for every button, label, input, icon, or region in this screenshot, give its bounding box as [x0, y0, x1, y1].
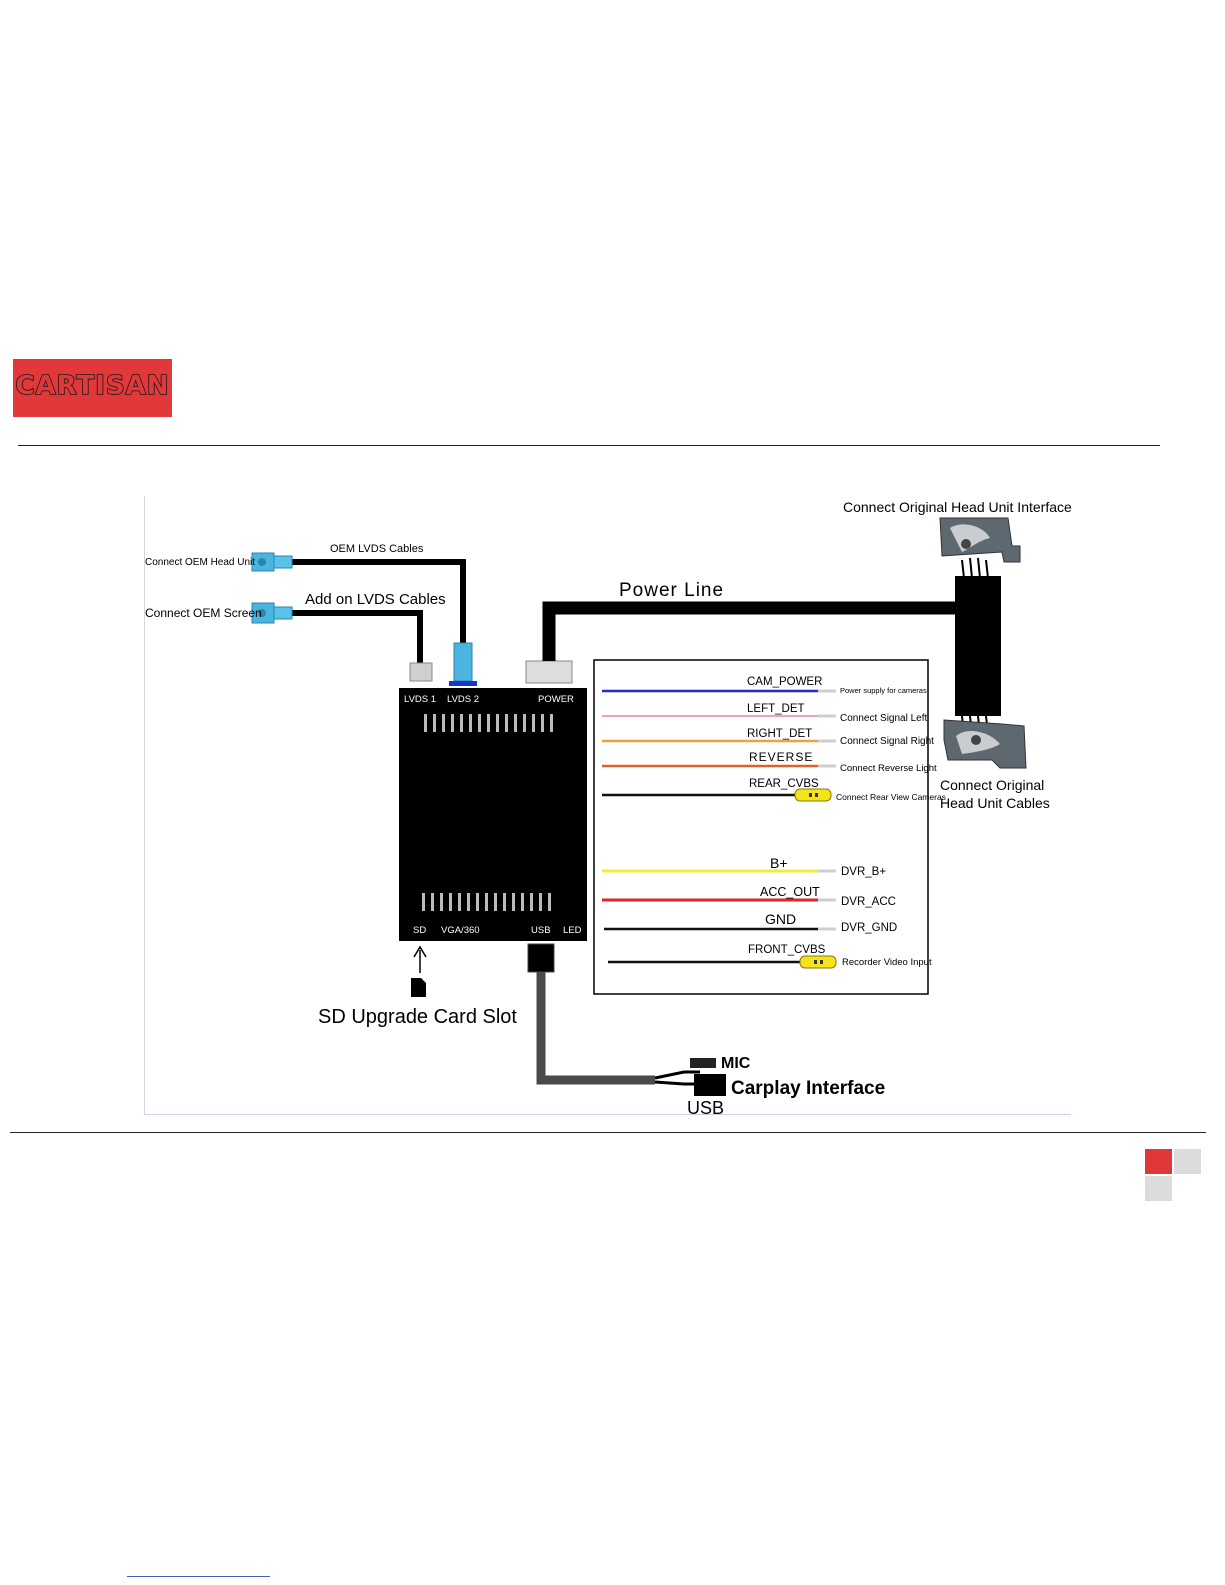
box-label-sd: SD	[413, 925, 426, 936]
wire-name-b-plus: B+	[770, 855, 788, 871]
head-unit-cables-label-1: Connect Original	[940, 777, 1044, 793]
head-unit-interface-connector-icon	[939, 517, 1021, 563]
carplay-wire	[654, 1080, 700, 1086]
wire-desc-dvr-b-plus: DVR_B+	[841, 866, 886, 878]
usb-connector-icon	[527, 943, 555, 973]
top-vent	[424, 714, 553, 732]
wire-rear-cvbs	[602, 788, 832, 802]
usb-cable	[536, 972, 655, 1085]
sd-arrow-head	[413, 945, 427, 958]
wire-desc-reverse: Connect Reverse Light	[840, 763, 937, 774]
add-on-lvds-cables-label: Add on LVDS Cables	[305, 591, 446, 608]
wire-desc-recorder-video-input: Recorder Video Input	[842, 957, 932, 968]
wire-desc-dvr-acc: DVR_ACC	[841, 896, 896, 908]
connect-oem-screen-label: Connect OEM Screen	[145, 606, 262, 620]
wire-name-gnd: GND	[765, 911, 796, 927]
box-label-lvds1: LVDS 1	[404, 694, 436, 705]
mic-label: MIC	[721, 1055, 751, 1072]
bottom-vent	[422, 893, 551, 911]
decor-square-red	[1145, 1149, 1172, 1174]
box-label-power: POWER	[538, 694, 574, 705]
box-label-led: LED	[563, 925, 582, 936]
wire-name-right-det: RIGHT_DET	[747, 728, 812, 740]
wire-name-reverse: REVERSE	[749, 750, 813, 764]
carplay-interface-label: Carplay Interface	[731, 1078, 885, 1099]
power-harness-trunk	[955, 576, 1001, 716]
rca-plug-icon	[794, 788, 832, 802]
box-label-usb: USB	[531, 925, 551, 936]
diagram-frame	[144, 496, 1071, 1115]
oem-lvds-cable	[292, 559, 466, 645]
add-on-lvds-cable	[292, 610, 423, 665]
wire-desc-cam-power: Power supply for cameras	[840, 686, 927, 695]
box-label-vga: VGA/360	[441, 925, 480, 936]
wire-desc-dvr-gnd: DVR_GND	[841, 922, 897, 934]
rca-plug-icon	[799, 955, 837, 969]
head-unit-interface-label: Connect Original Head Unit Interface	[843, 499, 1072, 515]
wire-front-cvbs	[608, 955, 837, 969]
wire-name-rear-cvbs: REAR_CVBS	[749, 778, 819, 790]
wire-name-front-cvbs: FRONT_CVBS	[748, 944, 826, 956]
power-line-cable	[542, 601, 955, 661]
usb-label: USB	[687, 1098, 724, 1118]
power-connector-icon	[525, 660, 573, 684]
wire-name-acc-out: ACC_OUT	[760, 885, 820, 899]
oem-screen-connector-icon	[251, 602, 293, 624]
wire-desc-rear-cvbs: Connect Rear View Cameras	[836, 792, 946, 802]
oem-head-unit-connector-icon	[251, 552, 293, 572]
carplay-usb-connector-icon	[694, 1074, 726, 1096]
footer-divider	[10, 1132, 1206, 1133]
wire-lines	[602, 689, 837, 969]
power-line-label: Power Line	[619, 580, 724, 601]
mic-connector-icon	[690, 1058, 716, 1068]
main-box	[399, 688, 587, 941]
wire-name-cam-power: CAM_POWER	[747, 676, 822, 688]
header-divider	[18, 445, 1160, 446]
connect-oem-head-unit-label: Connect OEM Head Unit	[145, 557, 255, 568]
lvds2-connector-icon	[449, 642, 477, 686]
wire-desc-right-det: Connect Signal Right	[840, 736, 934, 747]
wire-name-left-det: LEFT_DET	[747, 703, 805, 715]
sd-card-icon	[411, 978, 426, 997]
logo-text: CARTISAN	[15, 370, 170, 402]
sd-slot-label: SD Upgrade Card Slot	[318, 1006, 517, 1028]
decor-square-gray-1	[1174, 1149, 1201, 1174]
lvds1-connector-icon	[409, 662, 433, 682]
mic-wire	[654, 1070, 700, 1080]
head-unit-cables-label-2: Head Unit Cables	[940, 795, 1050, 811]
brand-logo: CARTISAN	[13, 359, 172, 417]
head-unit-cables-connector-icon	[943, 719, 1027, 769]
decor-square-gray-2	[1145, 1176, 1172, 1201]
wire-desc-left-det: Connect Signal Left	[840, 713, 928, 724]
oem-lvds-cables-label: OEM LVDS Cables	[330, 543, 424, 555]
box-label-lvds2: LVDS 2	[447, 694, 479, 705]
footer-link-underline	[127, 1576, 270, 1577]
